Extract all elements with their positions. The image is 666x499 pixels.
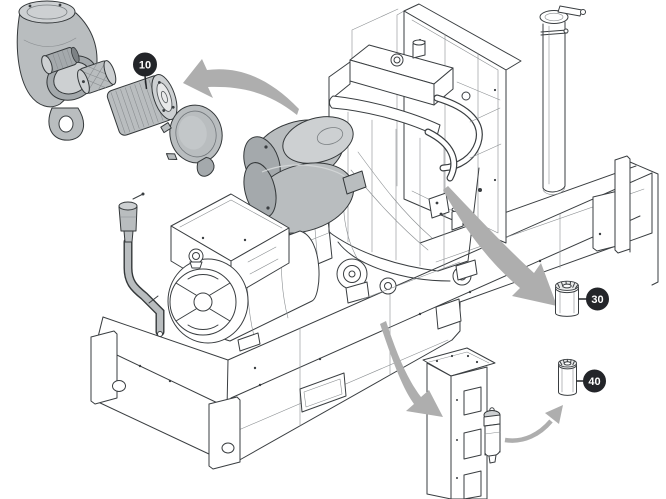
callout-badge-30[interactable]: 30	[578, 287, 609, 311]
callout-badge-40[interactable]: 40	[576, 369, 606, 393]
callout-label-30: 30	[591, 294, 603, 306]
frame-corner-bracket	[614, 155, 631, 254]
skid-frame	[90, 155, 659, 470]
oil-filter-cartridge[interactable]	[555, 280, 579, 317]
callout-label-10: 10	[139, 60, 151, 72]
fuel-filler-pipe	[118, 192, 165, 337]
fuel-filter-mounted	[483, 407, 501, 464]
callout-badge-10[interactable]: 10	[133, 52, 157, 90]
frame-cutout	[435, 298, 462, 330]
filter-inner-element	[77, 60, 117, 95]
fuel-filter-cartridge[interactable]	[558, 358, 577, 396]
lifting-eye	[188, 248, 204, 264]
intake-manifold	[329, 95, 441, 137]
frame-foot-front	[208, 396, 241, 470]
air-filter-cartridge[interactable]	[106, 71, 182, 136]
arrow-to-bracket	[380, 321, 443, 417]
air-cleaner-end-cap	[160, 104, 223, 177]
arrow-to-air-cleaner	[183, 59, 299, 115]
frame-handle-cutout	[299, 372, 347, 413]
exhaust-stack	[539, 5, 586, 195]
mounting-bracket	[422, 347, 496, 499]
air-cleaner-assembly	[16, 0, 223, 177]
air-intake-canister	[243, 116, 367, 234]
arrow-to-fuel-filter	[504, 405, 563, 443]
arrow-to-oil-filter	[443, 186, 557, 306]
oil-filler-cap	[390, 53, 404, 67]
rain-cap-flap	[557, 5, 583, 17]
filter-inner-rod	[41, 46, 80, 75]
alternator-end-bell	[167, 248, 249, 344]
fuel-filter-head	[428, 192, 450, 219]
frame-foot-left	[90, 330, 118, 405]
callout-label-40: 40	[588, 376, 600, 388]
